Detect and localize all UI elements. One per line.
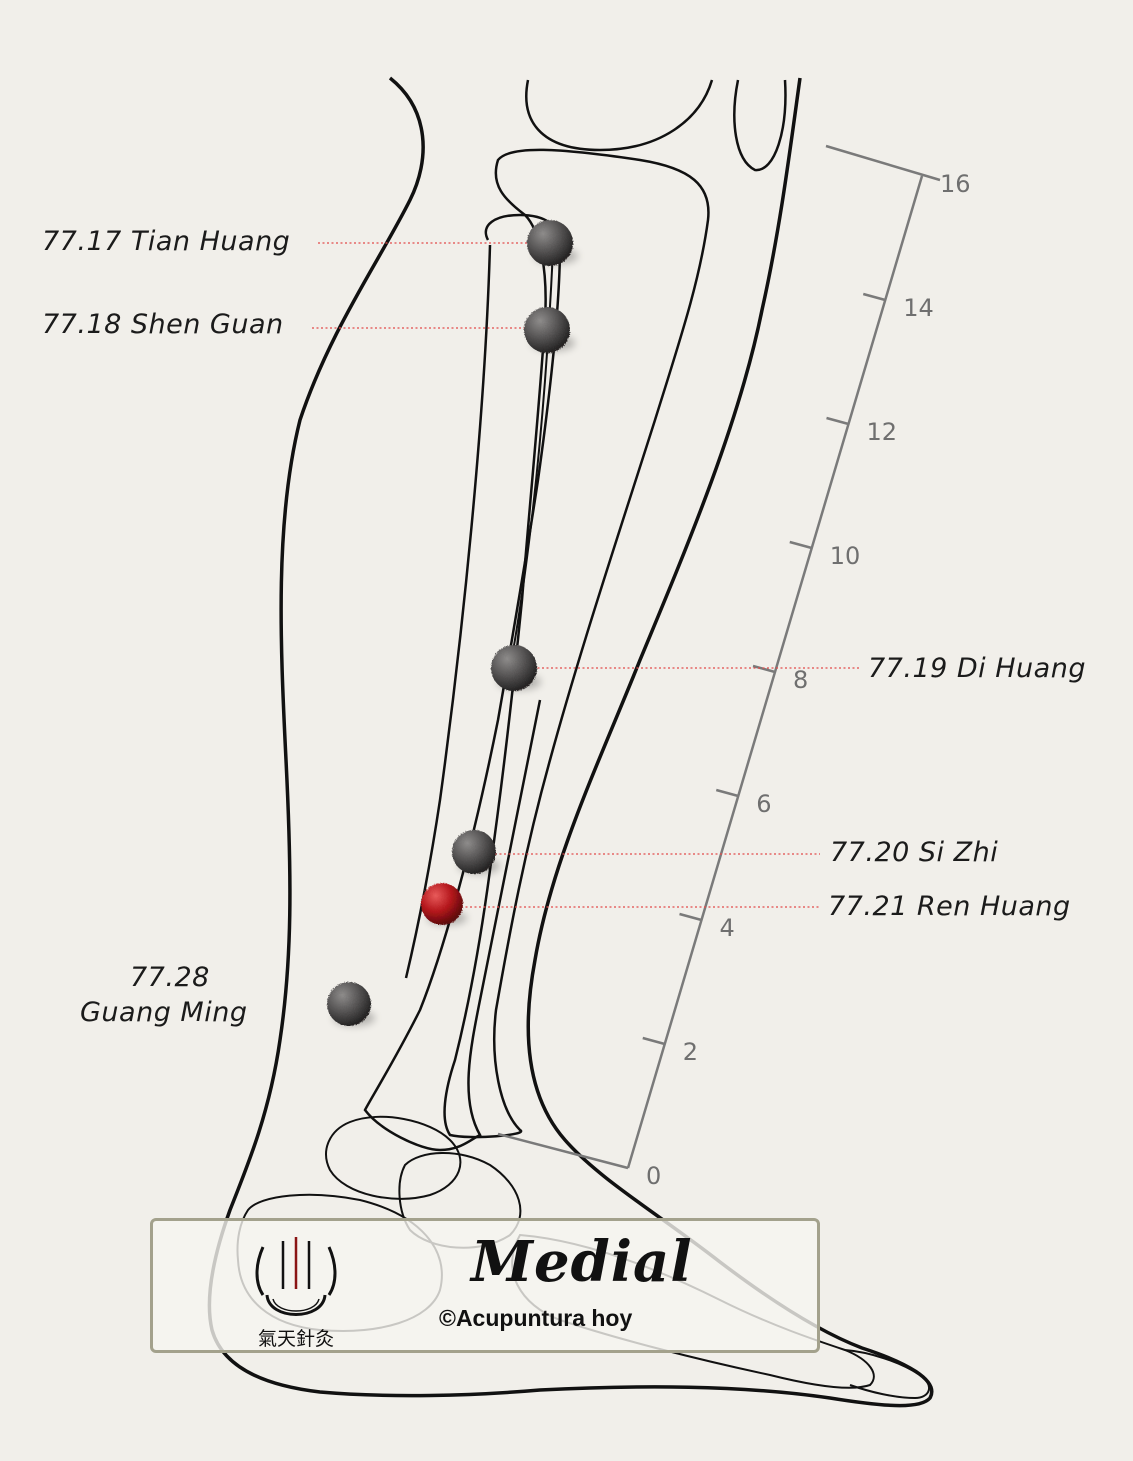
scale-tick-label: 16 [940, 170, 971, 198]
logo-text: 氣天針灸 [258, 1328, 334, 1350]
scale-top-bar [825, 144, 941, 182]
tibia-outline [443, 148, 710, 1139]
acupuntura-hoy-logo: 氣天針灸 [255, 1237, 337, 1350]
acupoint-guang-ming [327, 982, 375, 1026]
point-label-ren-huang: 77.21 Ren Huang [828, 891, 1071, 922]
fibula-outline [363, 213, 562, 1152]
acupoint-si-zhi [452, 830, 500, 874]
scale-tick [789, 540, 813, 550]
femur-outline [525, 79, 714, 152]
scale-tick-label: 8 [793, 666, 808, 694]
scale-tick-label: 14 [903, 294, 934, 322]
point-label-tian-huang: 77.17 Tian Huang [42, 226, 291, 257]
point-label-guang-ming-name: Guang Ming [80, 997, 248, 1028]
talus-outline [325, 1115, 462, 1200]
acupoint-tian-huang [527, 220, 578, 266]
acupoint-ren-huang [421, 883, 467, 925]
acupoints [327, 220, 578, 1026]
scale-labels: 0 2 4 6 8 10 12 14 16 [646, 170, 971, 1190]
scale-tick [679, 912, 702, 922]
scale-tick [642, 1036, 666, 1046]
scale-tick [715, 788, 739, 798]
toe-outline [844, 1349, 930, 1400]
copyright-text: ©Acupuntura hoy [439, 1305, 633, 1331]
leader-lines [312, 242, 860, 908]
scale-tick-label: 12 [867, 418, 898, 446]
fibula-shaft-outline [404, 244, 492, 979]
scale-tick-label: 6 [756, 790, 771, 818]
patella-outline [733, 79, 787, 172]
calf-outline [207, 76, 934, 1408]
view-caption-box: 氣天針灸 Medial ©Acupuntura hoy [150, 1218, 820, 1353]
scale-tick [752, 664, 776, 674]
point-label-shen-guan: 77.18 Shen Guan [42, 309, 284, 340]
point-label-di-huang: 77.19 Di Huang [868, 653, 1086, 684]
scale-tick-label: 2 [683, 1038, 698, 1066]
scale-tick [862, 292, 886, 302]
acupoint-di-huang [491, 645, 541, 691]
point-label-si-zhi: 77.20 Si Zhi [830, 837, 999, 868]
scale-tick-label: 4 [720, 914, 735, 942]
scale-tick-label: 0 [646, 1162, 661, 1190]
scale-tick-label: 10 [830, 542, 861, 570]
scale-ticks [642, 292, 886, 1046]
point-label-guang-ming-code: 77.28 [130, 962, 210, 993]
acupoint-shen-guan [524, 307, 575, 353]
scale-bottom-bar [497, 1132, 629, 1170]
view-title: Medial [471, 1229, 693, 1295]
scale-tick [826, 416, 849, 426]
